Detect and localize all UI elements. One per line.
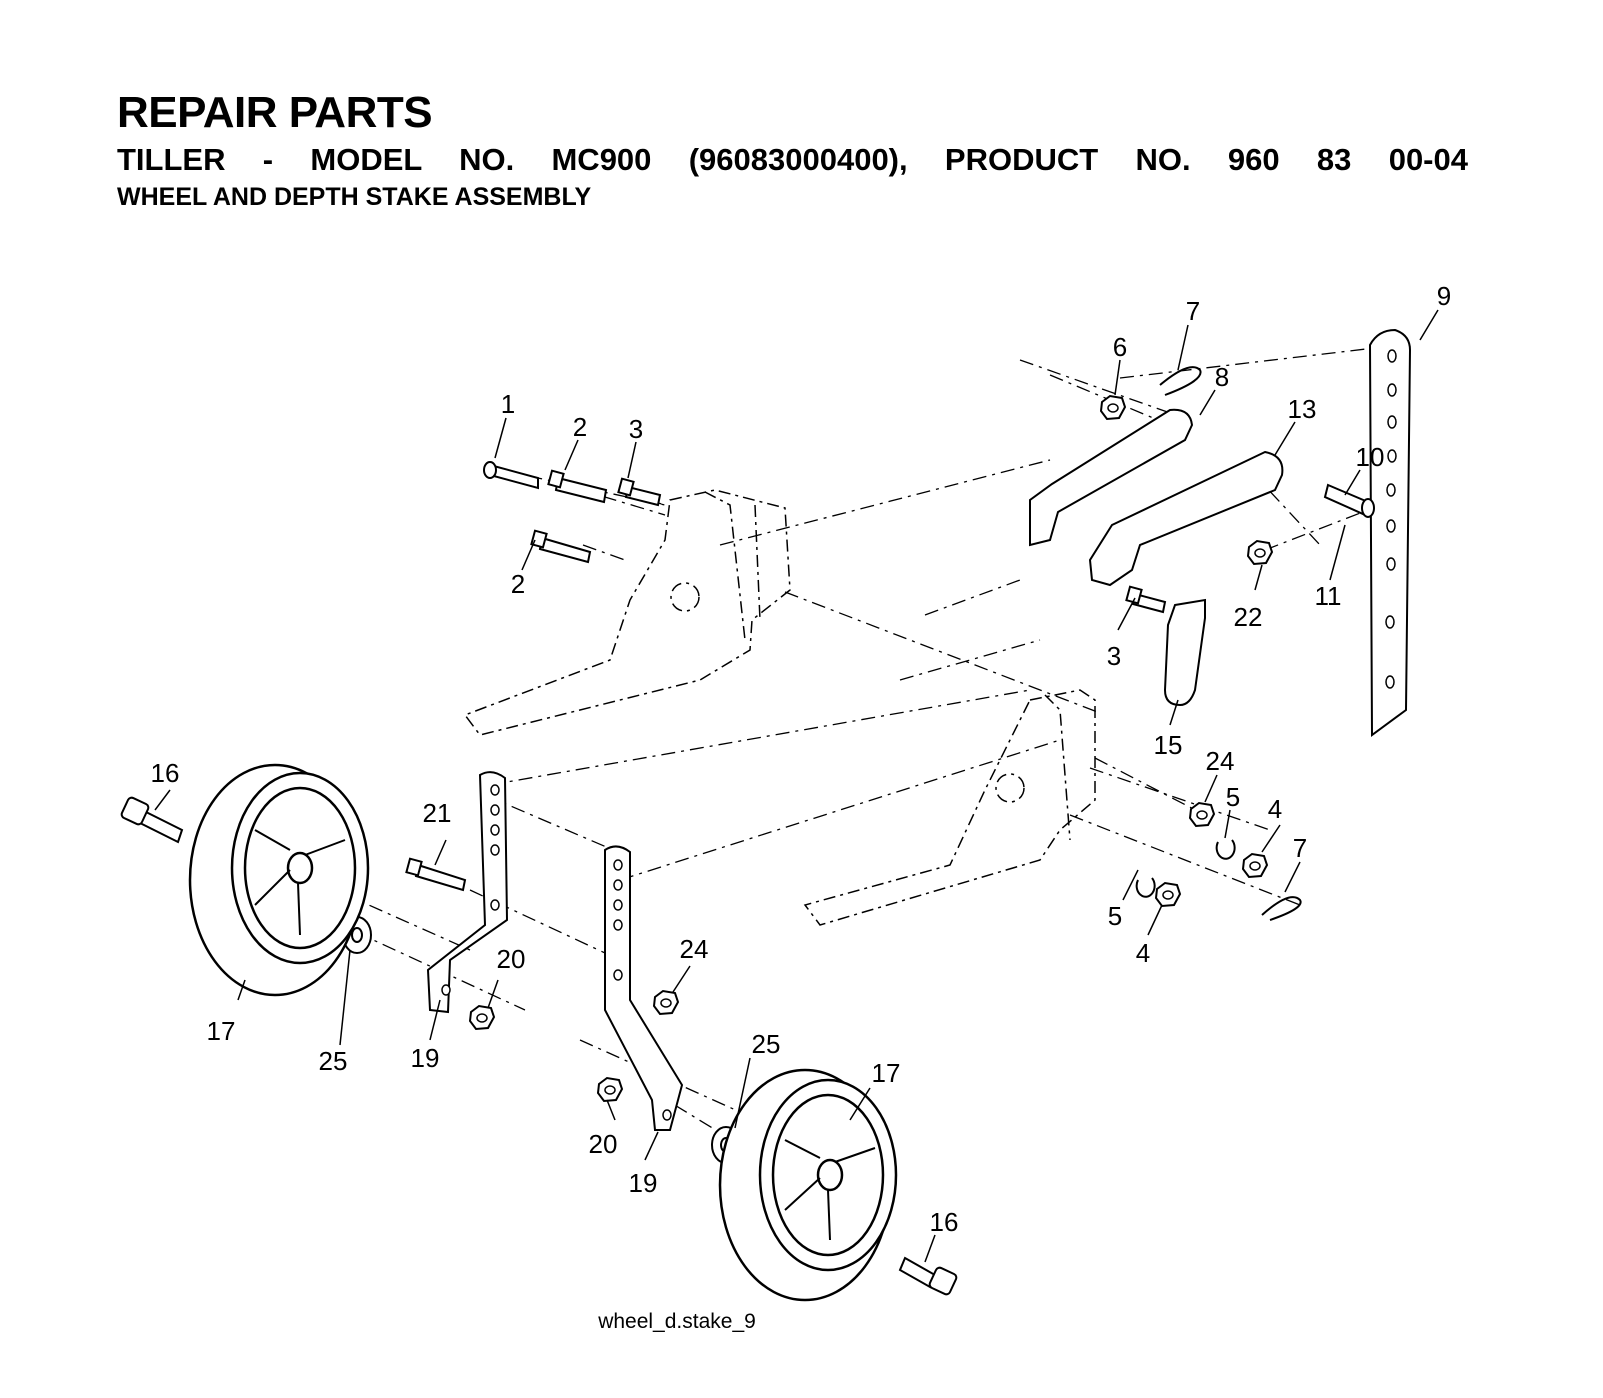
callout-21: 21 (423, 798, 452, 828)
callout-9: 9 (1437, 281, 1451, 311)
callout-17-right: 17 (872, 1058, 901, 1088)
stake-bracket (1163, 598, 1206, 707)
callout-24-right: 24 (1206, 746, 1235, 776)
callout-6: 6 (1113, 332, 1127, 362)
page-title: REPAIR PARTS (117, 88, 433, 137)
callout-10: 10 (1356, 442, 1385, 472)
lock-washers (1135, 839, 1236, 898)
callout-17-left: 17 (207, 1016, 236, 1046)
wheel-brackets (426, 771, 684, 1131)
callout-7-top: 7 (1186, 296, 1200, 326)
leader-lines (154, 309, 1439, 1263)
callout-2-lower: 2 (511, 569, 525, 599)
phantom-frame-left (463, 489, 791, 736)
callout-11: 11 (1315, 581, 1342, 611)
callout-24-left: 24 (680, 934, 709, 964)
callout-13: 13 (1288, 394, 1317, 424)
callout-16-right: 16 (930, 1207, 959, 1237)
callout-25-left: 25 (319, 1046, 348, 1076)
bolts-top (483, 461, 1375, 614)
wheel-bolts (120, 796, 958, 1296)
model-subtitle: TILLER - MODEL NO. MC900 (96083000400), … (117, 142, 1468, 177)
callout-22: 22 (1234, 602, 1263, 632)
callout-20-lower: 20 (589, 1129, 618, 1159)
callout-7-bottom: 7 (1293, 833, 1307, 863)
callout-5-right: 5 (1226, 782, 1240, 812)
callout-labels: 1 2 3 2 6 7 8 13 9 10 11 22 3 15 24 5 4 … (151, 281, 1452, 1333)
wheel-right (718, 1068, 898, 1302)
callout-25-right: 25 (752, 1029, 781, 1059)
hitch-pin-top (1159, 366, 1202, 396)
callout-8: 8 (1215, 362, 1229, 392)
bracket-plate (1029, 408, 1284, 587)
callout-1: 1 (501, 389, 515, 419)
callout-4-left: 4 (1136, 938, 1150, 968)
wheel-left (188, 763, 370, 997)
depth-stake-holes (1385, 349, 1397, 689)
wheel-bracket-holes (441, 784, 672, 1121)
callout-19-right: 19 (629, 1168, 658, 1198)
callout-4-right: 4 (1268, 794, 1282, 824)
callout-5-left: 5 (1108, 901, 1122, 931)
callout-3: 3 (629, 414, 643, 444)
hitch-pin-bottom (1261, 896, 1302, 921)
callout-19-left: 19 (411, 1043, 440, 1073)
bolt-21 (405, 857, 467, 892)
assembly-heading: WHEEL AND DEPTH STAKE ASSEMBLY (117, 183, 592, 211)
callout-3-lower: 3 (1107, 641, 1121, 671)
callout-15: 15 (1154, 730, 1183, 760)
phantom-frame-right (803, 689, 1096, 926)
callout-20-upper: 20 (497, 944, 526, 974)
callout-16-left: 16 (151, 758, 180, 788)
figure-caption: wheel_d.stake_9 (597, 1310, 756, 1333)
callout-2: 2 (573, 412, 587, 442)
